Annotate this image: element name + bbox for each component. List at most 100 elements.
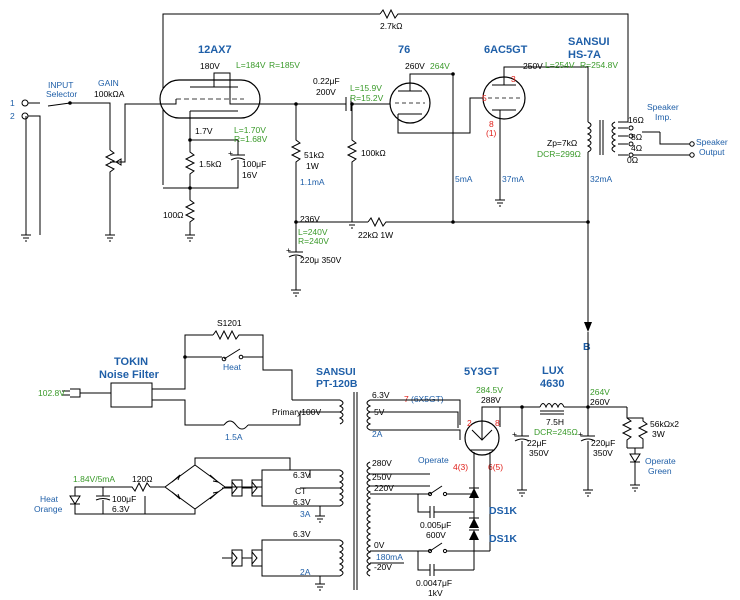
ds1-diode <box>469 518 479 528</box>
heater-2-voltage: 6.3V <box>293 529 311 539</box>
heater-filament-group-2 <box>222 549 263 567</box>
led-heat-rating: 1.84V/5mA <box>73 474 115 484</box>
speaker-output-label-2: Output <box>699 147 725 157</box>
pt-primary <box>338 399 344 425</box>
pt-hv-secondary <box>366 461 372 577</box>
v1-load-watt: 1W <box>306 161 319 171</box>
ot-primary <box>586 121 592 153</box>
c22-voltage: 350V <box>529 448 549 458</box>
fuse <box>223 420 249 430</box>
snubber-2-value: 0.0047μF <box>416 578 452 588</box>
v3-name: 6AC5GT <box>484 44 528 56</box>
heat-led-label-1: Heat <box>40 494 59 504</box>
ground-symbol <box>291 289 301 297</box>
tap-8-terminal <box>628 133 634 139</box>
ot-dcr: DCR=299Ω <box>537 149 581 159</box>
hv-0v-label: 0V <box>374 540 385 550</box>
gain-pot <box>104 149 116 235</box>
ot-model: HS-7A <box>568 49 601 61</box>
v1-load-value: 51kΩ <box>304 150 324 160</box>
v1-current: 1.1mA <box>300 177 325 187</box>
s1201-label: S1201 <box>217 318 242 328</box>
ground-symbol <box>517 489 527 497</box>
input-selector-label: Selector <box>46 89 77 99</box>
ds1-diode-b <box>469 488 479 498</box>
heater-2-current: 2A <box>300 567 311 577</box>
v1-plate-left: L=184V <box>236 60 266 70</box>
decoupling-voltage: 236V <box>300 214 320 224</box>
mains-plug <box>70 388 81 398</box>
fuse-rating: 1.5A <box>225 432 243 442</box>
rect-heater-wire <box>404 399 461 425</box>
input-jack-2 <box>21 112 29 120</box>
v2-grid-left: L=15.9V <box>350 83 382 93</box>
nfb-resistor-100-value: 100Ω <box>163 210 184 220</box>
tap-0-label: 0Ω <box>627 155 638 165</box>
output-voltage: 260V <box>590 397 610 407</box>
cathode-cap-voltage: 16V <box>242 170 257 180</box>
heat-switch-label: Heat <box>223 362 242 372</box>
bleeder-resistor-2 <box>627 417 649 449</box>
speaker-hot-wire <box>659 132 690 145</box>
pt-model: PT-120B <box>316 378 358 390</box>
heater-2-bottom-rail <box>261 566 340 577</box>
input-label: INPUT <box>48 80 74 90</box>
ground-symbol <box>185 234 195 242</box>
heater-1-bottom-rail <box>261 496 340 507</box>
ground-symbol <box>495 199 505 207</box>
input-jack-1 <box>21 99 29 107</box>
rect-heater-wire-2 <box>404 411 459 428</box>
nfb-wire-right <box>400 13 629 123</box>
rect-pin-4: 4(3) <box>453 462 468 472</box>
ground-symbol <box>315 515 325 523</box>
heat-led-label-2: Orange <box>34 504 63 514</box>
hv-m20-label: -20V <box>374 562 392 572</box>
nfb-resistor <box>379 8 400 20</box>
v2-grid-resistor <box>346 104 358 222</box>
led-cap-voltage: 6.3V <box>112 504 130 514</box>
tap-16-terminal <box>628 125 634 131</box>
switch-contact <box>427 548 433 554</box>
heater-filament-group-1 <box>222 479 263 497</box>
pt-primary-label: Primary100V <box>272 407 321 417</box>
sec-5v-current: 2A <box>372 429 383 439</box>
v3-pin-3: 3 <box>511 74 516 84</box>
snubber-1-wire <box>417 494 430 513</box>
speaker-terminal-ground <box>689 152 695 158</box>
s1201-resistor <box>212 329 264 357</box>
v3-pin-8: 8 <box>489 119 494 129</box>
v2-plate-wire <box>409 73 453 91</box>
coupling-cap-voltage: 200V <box>316 87 336 97</box>
pt-secondary-rect-heater <box>366 399 372 431</box>
v2-grid-resistor-value: 100kΩ <box>361 148 386 158</box>
heater-1-top-rail <box>261 469 310 480</box>
heater-ct: CT <box>295 486 306 496</box>
choke-model: 4630 <box>540 378 564 390</box>
ot-brand: SANSUI <box>568 36 610 48</box>
v1-grid-lead <box>152 99 177 105</box>
sec-5v-voltage: 5V <box>374 407 385 417</box>
v3-current: 37mA <box>502 174 525 184</box>
hv-280-label: 280V <box>372 458 392 468</box>
filter-line-wire <box>152 357 186 390</box>
ds2-diode <box>469 530 479 540</box>
rect-pin-6: 6(5) <box>488 462 503 472</box>
jack-2-wire <box>28 115 41 235</box>
jack-2-number: 2 <box>10 111 15 121</box>
speaker-imp-label-1: Speaker <box>647 102 679 112</box>
hv-current: 180mA <box>376 552 403 562</box>
mains-voltage: 102.8V <box>38 388 65 398</box>
ot-secondary <box>611 121 617 153</box>
rect-voltage: 288V <box>481 395 501 405</box>
ground-symbol <box>315 583 325 591</box>
decoupling-resistor-value: 22kΩ 1W <box>358 230 393 240</box>
nfb-resistor-value: 2.7kΩ <box>380 21 402 31</box>
rect-pin-2: 2 <box>467 418 472 428</box>
heat-switch-wire-left <box>184 334 213 357</box>
tokin-brand: TOKIN <box>114 356 148 368</box>
ot-current: 32mA <box>590 174 613 184</box>
snubber-2-wire <box>417 551 430 571</box>
junction-dot <box>451 72 455 76</box>
v2-grid-right: R=15.2V <box>350 93 384 103</box>
